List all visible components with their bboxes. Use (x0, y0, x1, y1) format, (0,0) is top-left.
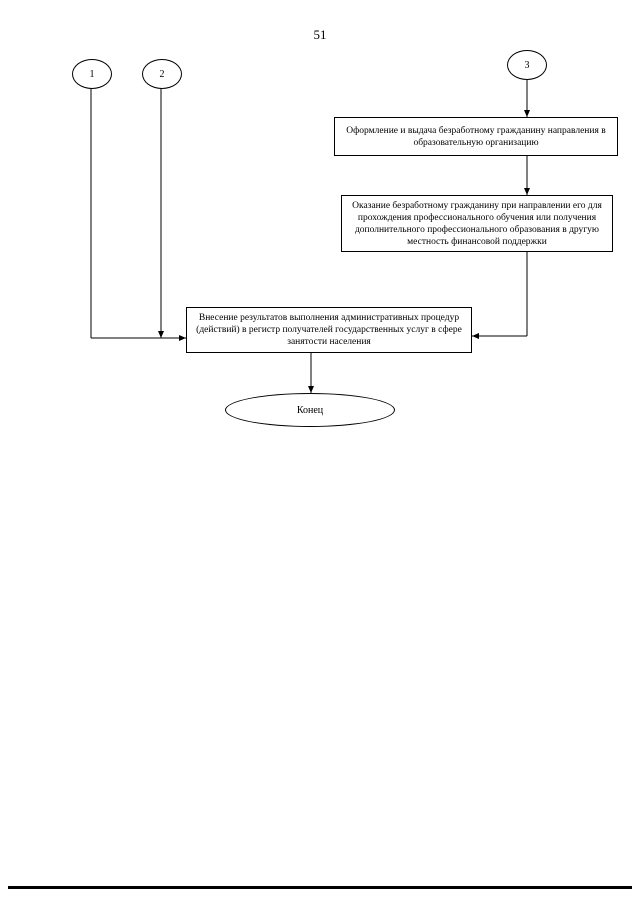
end-terminator: Конец (225, 393, 395, 427)
connector-3-label: 3 (524, 59, 530, 71)
step-referral: Оформление и выдача безработному граждан… (334, 117, 618, 156)
step-referral-text: Оформление и выдача безработному граждан… (346, 125, 606, 148)
connector-2-label: 2 (159, 68, 165, 80)
connector-2: 2 (142, 59, 182, 89)
page-bottom-rule (8, 886, 632, 889)
step-financial-support: Оказание безработному гражданину при нап… (341, 195, 613, 252)
connector-1: 1 (72, 59, 112, 89)
step-registry: Внесение результатов выполнения админист… (186, 307, 472, 353)
connector-1-label: 1 (89, 68, 95, 80)
page-number: 51 (313, 27, 327, 42)
end-label: Конец (296, 404, 324, 416)
step-financial-support-text: Оказание безработному гражданину при нап… (352, 200, 602, 247)
connector-3: 3 (507, 50, 547, 80)
step-registry-text: Внесение результатов выполнения админист… (196, 313, 462, 347)
